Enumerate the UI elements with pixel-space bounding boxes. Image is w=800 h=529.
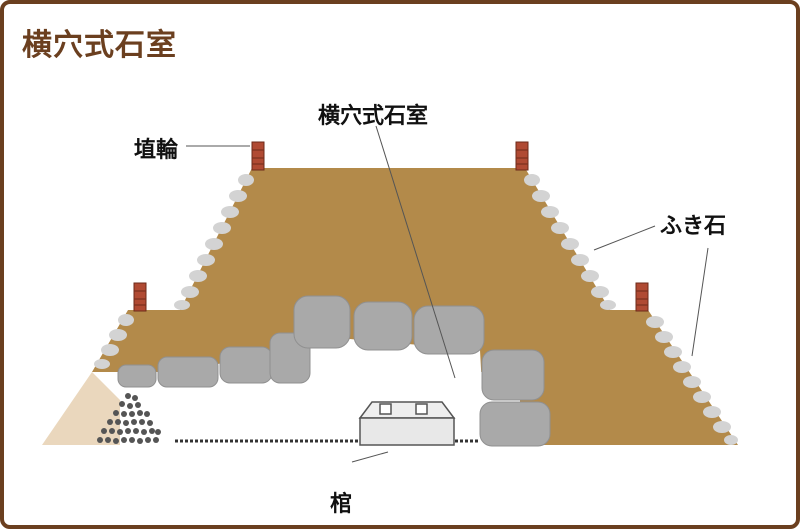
haniwa-bands <box>134 149 648 306</box>
coffin-shape <box>358 401 456 446</box>
label-fukiishi: ふき石 <box>660 214 727 239</box>
mound-body <box>92 168 738 445</box>
label-chamber: 横穴式石室 <box>318 104 429 129</box>
diagram-title: 横穴式石室 <box>22 28 177 63</box>
haniwa-figures <box>133 141 649 312</box>
leader-lines <box>186 125 709 463</box>
fukiishi-right <box>524 174 738 445</box>
label-coffin: 棺 <box>330 492 353 517</box>
fukiishi-left <box>94 174 254 369</box>
chamber-stones <box>117 295 551 447</box>
entrance-pebbles <box>97 393 161 444</box>
label-haniwa: 埴輪 <box>134 138 179 163</box>
